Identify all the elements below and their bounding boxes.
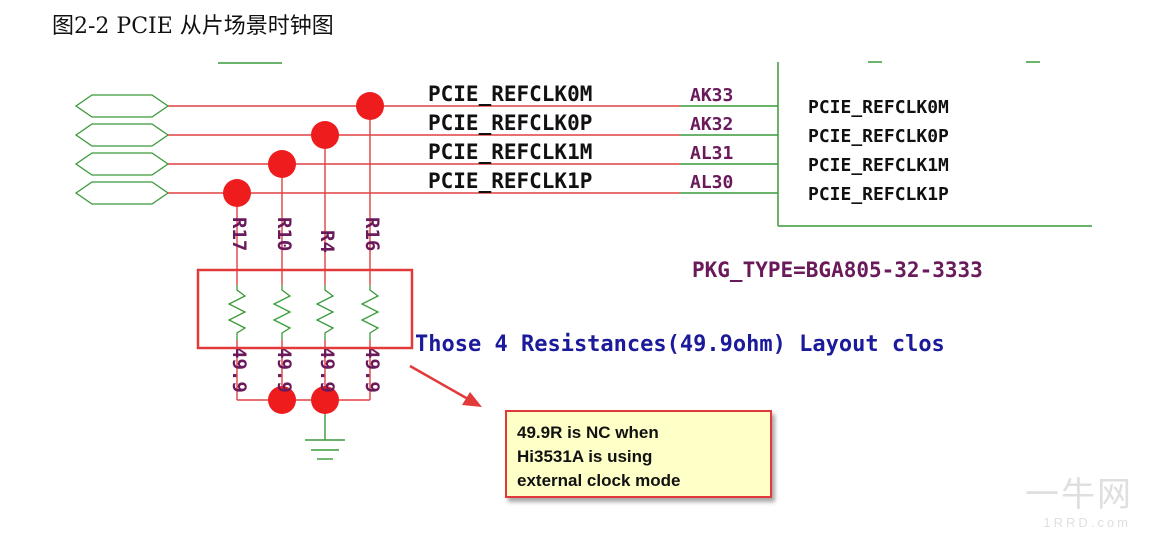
pin-number-1: AK32	[690, 114, 733, 135]
callout-note: 49.9R is NC when Hi3531A is using extern…	[505, 410, 772, 498]
callout-arrow	[409, 364, 482, 407]
connector-3	[74, 181, 170, 205]
junction-dot	[223, 179, 251, 207]
resistor-body-r10	[272, 285, 292, 340]
pin-number-0: AK33	[690, 85, 733, 106]
connector-0	[74, 94, 170, 118]
resistor-value-r17: 49.9	[228, 347, 250, 393]
resistor-ref-r10: R10	[273, 217, 295, 251]
chip-pin-0: PCIE_REFCLK0M	[808, 97, 949, 118]
chip-pin-3: PCIE_REFCLK1P	[808, 184, 949, 205]
ground-wiring	[236, 340, 371, 460]
resistor-bodies	[227, 285, 380, 340]
offpage-connectors	[74, 94, 170, 205]
junction-dot	[268, 386, 296, 414]
package-type-label: PKG_TYPE=BGA805-32-3333	[692, 258, 983, 282]
pin-number-3: AL30	[690, 172, 733, 193]
net-name-2: PCIE_REFCLK1M	[428, 140, 592, 164]
resistor-ref-r17: R17	[228, 217, 250, 251]
resistor-ref-r16: R16	[361, 217, 383, 251]
net-name-3: PCIE_REFCLK1P	[428, 169, 592, 193]
connector-1	[74, 123, 170, 147]
junction-dot	[311, 386, 339, 414]
junction-dots	[223, 92, 384, 414]
callout-line-1: 49.9R is NC when	[517, 423, 659, 442]
watermark-logo: 一牛网	[1025, 476, 1133, 514]
net-name-0: PCIE_REFCLK0M	[428, 82, 592, 106]
figure-caption: 图2-2 PCIE 从片场景时钟图	[52, 14, 334, 39]
callout-line-2: Hi3531A is using	[517, 447, 653, 466]
layout-note: Those 4 Resistances(49.9ohm) Layout clos	[415, 332, 945, 357]
chip-outline	[777, 61, 1092, 227]
callout-line-3: external clock mode	[517, 471, 681, 490]
resistor-body-r4	[315, 285, 335, 340]
resistor-body-r16	[360, 285, 380, 340]
junction-dot	[268, 150, 296, 178]
resistor-highlight-box	[196, 268, 414, 350]
chip-pin-2: PCIE_REFCLK1M	[808, 155, 949, 176]
resistor-drops	[236, 106, 371, 285]
net-name-1: PCIE_REFCLK0P	[428, 111, 592, 135]
resistor-value-r16: 49.9	[361, 347, 383, 393]
pin-number-2: AL31	[690, 143, 733, 164]
junction-dot	[311, 121, 339, 149]
resistor-value-r10: 49.9	[273, 347, 295, 393]
resistor-ref-r4: R4	[316, 230, 338, 253]
resistor-body-r17	[227, 285, 247, 340]
watermark-subtext: 1RRD.com	[1043, 515, 1131, 530]
resistor-value-r4: 49.9	[316, 347, 338, 393]
net-wires	[168, 105, 778, 194]
junction-dot	[356, 92, 384, 120]
connector-2	[74, 152, 170, 176]
chip-pin-1: PCIE_REFCLK0P	[808, 126, 949, 147]
